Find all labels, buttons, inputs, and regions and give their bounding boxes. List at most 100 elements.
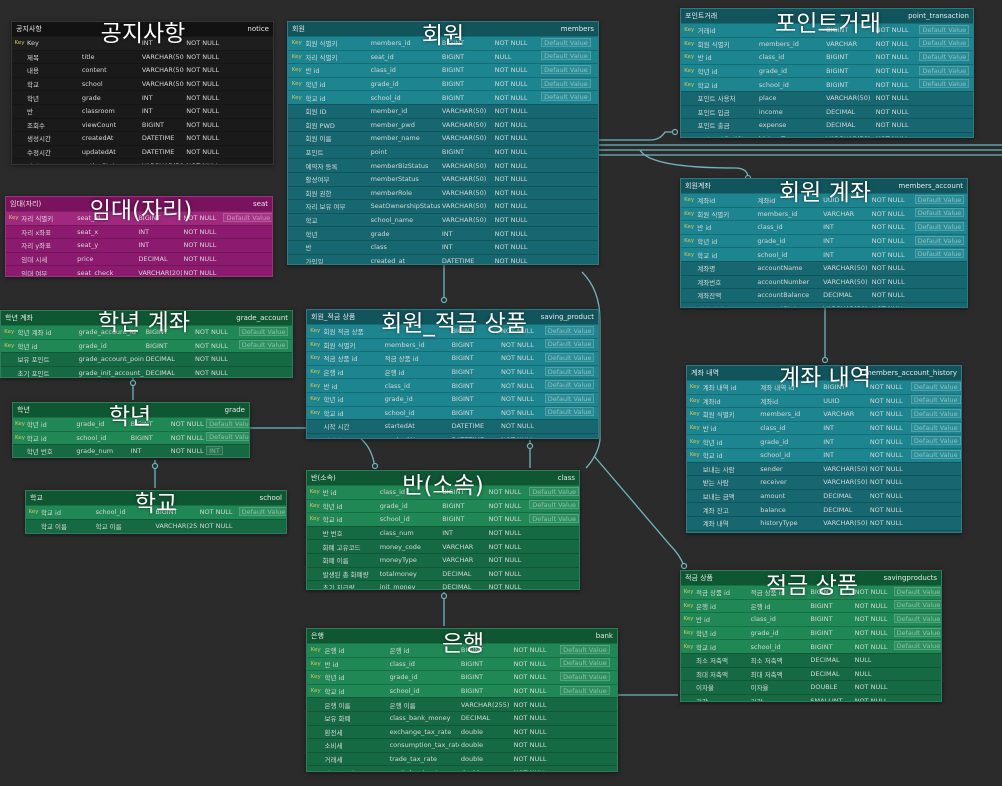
default-value-input[interactable]: Default Value [544,325,595,335]
table-row[interactable]: 기간기간SMALLINTNOT NULL [681,693,941,701]
default-value-input[interactable]: Default Value [914,249,965,259]
default-value-input[interactable]: Default Value [529,486,579,496]
default-value-input[interactable]: Default Value [914,235,965,245]
default-value-input[interactable]: Default Value [893,641,941,651]
table-row[interactable]: 계좌 상태accountStatusVARCHAR(50)NOT NULL [681,301,967,307]
default-value-input[interactable]: Default Value [893,627,941,637]
default-value-input[interactable]: Default Value [910,395,961,405]
default-value-input[interactable]: Default Value [893,613,941,623]
table-row[interactable]: 초기 포인트grade_init_account_pointDECIMALNOT… [1,365,292,377]
default-value-input[interactable]: Default Value [223,212,272,222]
default-value-input[interactable]: Default Value [541,37,591,47]
default-value-input[interactable]: Default Value [919,24,970,34]
default-value-input[interactable]: Default Value [238,326,289,336]
default-value-input[interactable]: Default Value [560,644,610,654]
default-value-input[interactable]: Default Value [560,685,610,695]
default-value-input[interactable]: Default Value [560,671,610,681]
table-row[interactable]: 만기일expiredAtDATETIMENOT NULL [307,432,598,438]
default-value-input[interactable]: Default Value [544,407,595,417]
table-row[interactable]: 양도소득세capital_gains_taxdoubleNOT NULL [307,765,617,771]
default-value-input[interactable]: Default Value [238,506,286,516]
default-value-input[interactable]: Default Value [919,79,970,89]
default-value-input[interactable]: Default Value [206,418,249,428]
default-value-input[interactable]: Default Value [919,65,970,75]
default-value-input[interactable]: Default Value [206,432,249,442]
default-value-input[interactable]: Default Value [541,51,591,61]
default-value-input[interactable]: Default Value [541,64,591,74]
default-value-input[interactable]: Default Value [529,500,579,510]
